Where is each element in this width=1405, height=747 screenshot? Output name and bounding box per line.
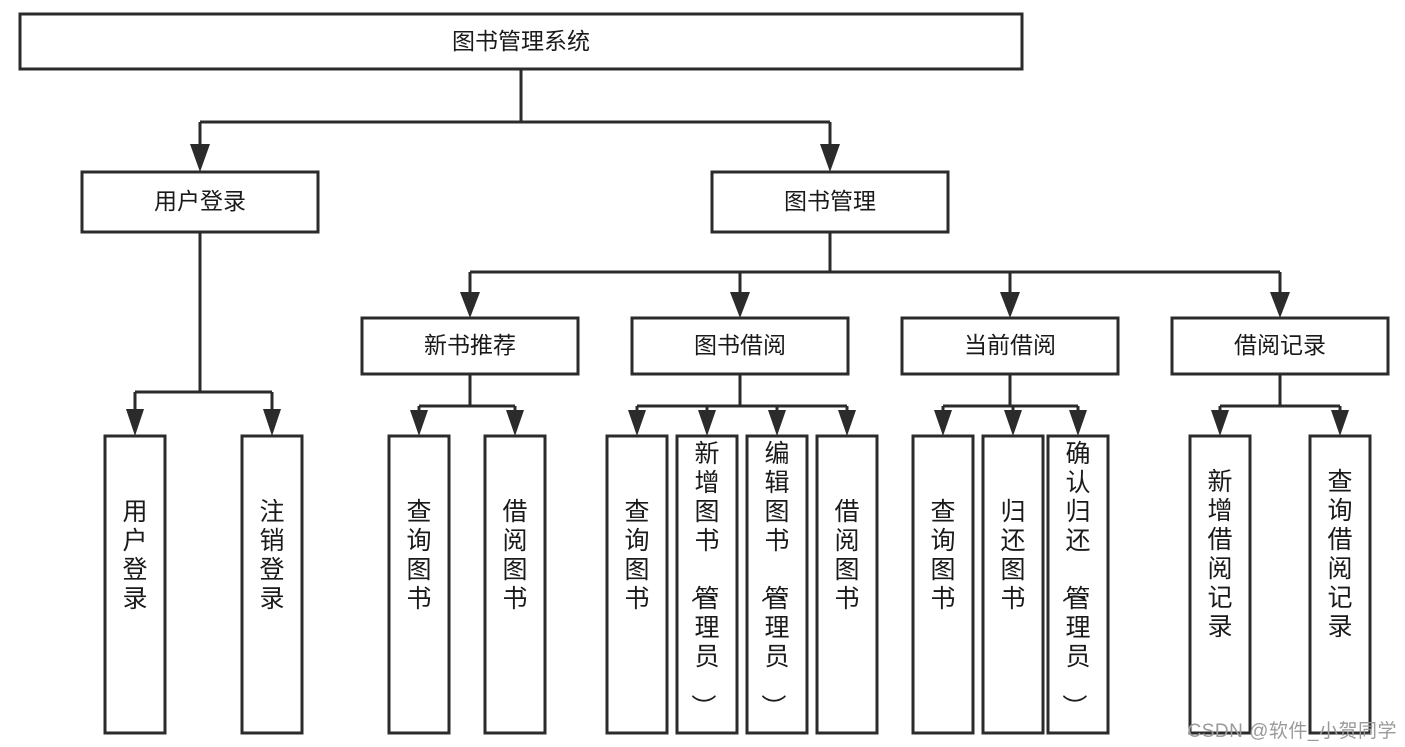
node-new-book-recommend-label: 新书推荐 xyxy=(424,332,516,358)
node-book-borrow-label: 图书借阅 xyxy=(694,332,786,358)
leaf-nodes-layer: 用户登录 注销登录 查询图书 借阅图书 查询图书 新增图书（管理员） 编辑图书（… xyxy=(103,434,1372,735)
node-leaf-borrow-book-1-label: 借阅图书 xyxy=(502,498,527,613)
node-leaf-add-record[interactable]: 新增借阅记录 xyxy=(1188,434,1252,735)
node-leaf-add-book[interactable]: 新增图书（管理员） xyxy=(675,434,739,735)
connector-layer xyxy=(126,69,1349,436)
node-root-box[interactable] xyxy=(18,12,1024,71)
node-leaf-add-book-label: 新增图书（管理员） xyxy=(688,440,719,719)
node-leaf-query-book-2-label: 查询图书 xyxy=(624,498,649,613)
node-leaf-query-book-3-box[interactable] xyxy=(911,434,975,735)
node-leaf-query-book-2[interactable]: 查询图书 xyxy=(605,434,669,735)
arrow-bookborrow-to-leaf-edit-book xyxy=(768,410,786,436)
edge-userlogin-trunk xyxy=(133,232,274,414)
node-borrow-record[interactable]: 借阅记录 xyxy=(1170,316,1390,376)
node-leaf-add-book-box[interactable] xyxy=(675,434,739,735)
edge-root-trunk xyxy=(198,69,832,152)
node-leaf-add-record-label: 新增借阅记录 xyxy=(1207,468,1232,641)
arrow-bookmgmt-to-new-book-recommend xyxy=(460,292,480,318)
node-leaf-query-book-1-label: 查询图书 xyxy=(406,498,431,613)
node-leaf-confirm-return-label: 确认归还（管理员） xyxy=(1059,440,1090,719)
node-borrow-record-label: 借阅记录 xyxy=(1234,332,1326,358)
arrow-currentborrow-to-leaf-query-book xyxy=(934,410,952,436)
node-borrow-record-box[interactable] xyxy=(1170,316,1390,376)
arrow-currentborrow-to-leaf-confirm-return xyxy=(1069,410,1087,436)
node-leaf-query-book-1-box[interactable] xyxy=(387,434,451,735)
edge-bookborrow-trunk xyxy=(635,374,849,418)
arrow-bookborrow-to-leaf-borrow-book xyxy=(838,410,856,436)
node-new-book-recommend[interactable]: 新书推荐 xyxy=(360,316,580,376)
arrow-bookmgmt-to-book-borrow xyxy=(730,292,750,318)
node-book-borrow[interactable]: 图书借阅 xyxy=(630,316,850,376)
arrow-bookborrow-to-leaf-add-book xyxy=(698,410,716,436)
node-user-login-label: 用户登录 xyxy=(154,188,246,214)
node-leaf-borrow-book-1[interactable]: 借阅图书 xyxy=(483,434,547,735)
node-leaf-query-record-label: 查询借阅记录 xyxy=(1327,468,1352,641)
arrow-root-to-user-login xyxy=(190,144,210,172)
node-book-management-box[interactable] xyxy=(710,170,950,234)
node-leaf-query-book-2-box[interactable] xyxy=(605,434,669,735)
node-leaf-borrow-book-1-box[interactable] xyxy=(483,434,547,735)
node-book-management-label: 图书管理 xyxy=(784,188,876,214)
node-leaf-edit-book-label: 编辑图书（管理员） xyxy=(758,440,789,719)
node-book-management[interactable]: 图书管理 xyxy=(710,170,950,234)
node-root-label: 图书管理系统 xyxy=(452,28,590,54)
node-leaf-borrow-book-2-box[interactable] xyxy=(815,434,879,735)
edge-borrowrecord-trunk xyxy=(1218,374,1342,418)
node-current-borrow-box[interactable] xyxy=(900,316,1120,376)
arrow-borrowrecord-to-leaf-query-record xyxy=(1331,410,1349,436)
node-leaf-user-login-label: 用户登录 xyxy=(122,498,147,613)
node-leaf-query-book-1[interactable]: 查询图书 xyxy=(387,434,451,735)
arrow-newbook-to-leaf-query-book xyxy=(410,410,428,436)
node-leaf-return-book-box[interactable] xyxy=(981,434,1045,735)
node-leaf-return-book-label: 归还图书 xyxy=(1000,498,1025,613)
node-current-borrow[interactable]: 当前借阅 xyxy=(900,316,1120,376)
node-book-borrow-box[interactable] xyxy=(630,316,850,376)
arrow-root-to-book-management xyxy=(820,144,840,172)
csdn-watermark: CSDN @软件_小贺同学 xyxy=(1187,721,1397,742)
node-leaf-user-login[interactable]: 用户登录 xyxy=(103,434,167,735)
node-leaf-borrow-book-2-label: 借阅图书 xyxy=(834,498,859,613)
arrow-newbook-to-leaf-borrow-book xyxy=(506,410,524,436)
node-user-login-box[interactable] xyxy=(80,170,320,234)
node-leaf-add-record-box[interactable] xyxy=(1188,434,1252,735)
node-leaf-query-record[interactable]: 查询借阅记录 xyxy=(1308,434,1372,735)
arrow-bookmgmt-to-current-borrow xyxy=(1000,292,1020,318)
node-leaf-logout-label: 注销登录 xyxy=(259,498,284,613)
node-leaf-logout[interactable]: 注销登录 xyxy=(240,434,304,735)
arrow-userlogin-to-leaf-logout xyxy=(263,409,281,436)
node-leaf-query-book-3[interactable]: 查询图书 xyxy=(911,434,975,735)
edge-bookmgmt-trunk xyxy=(468,232,1282,300)
arrow-userlogin-to-leaf-user-login xyxy=(126,409,144,436)
node-leaf-edit-book[interactable]: 编辑图书（管理员） xyxy=(745,434,809,735)
node-leaf-query-record-box[interactable] xyxy=(1308,434,1372,735)
arrow-borrowrecord-to-leaf-add-record xyxy=(1211,410,1229,436)
node-new-book-recommend-box[interactable] xyxy=(360,316,580,376)
node-current-borrow-label: 当前借阅 xyxy=(964,332,1056,358)
node-leaf-confirm-return[interactable]: 确认归还（管理员） xyxy=(1046,434,1110,735)
node-leaf-return-book[interactable]: 归还图书 xyxy=(981,434,1045,735)
node-leaf-query-book-3-label: 查询图书 xyxy=(930,498,955,613)
node-user-login[interactable]: 用户登录 xyxy=(80,170,320,234)
node-leaf-confirm-return-box[interactable] xyxy=(1046,434,1110,735)
edge-newbook-trunk xyxy=(417,374,517,418)
arrow-bookborrow-to-leaf-query-book xyxy=(628,410,646,436)
node-leaf-logout-box[interactable] xyxy=(240,434,304,735)
node-leaf-user-login-box[interactable] xyxy=(103,434,167,735)
node-leaf-borrow-book-2[interactable]: 借阅图书 xyxy=(815,434,879,735)
node-root[interactable]: 图书管理系统 xyxy=(18,12,1024,71)
node-leaf-edit-book-box[interactable] xyxy=(745,434,809,735)
arrow-bookmgmt-to-borrow-record xyxy=(1270,292,1290,318)
arrow-currentborrow-to-leaf-return-book xyxy=(1004,410,1022,436)
